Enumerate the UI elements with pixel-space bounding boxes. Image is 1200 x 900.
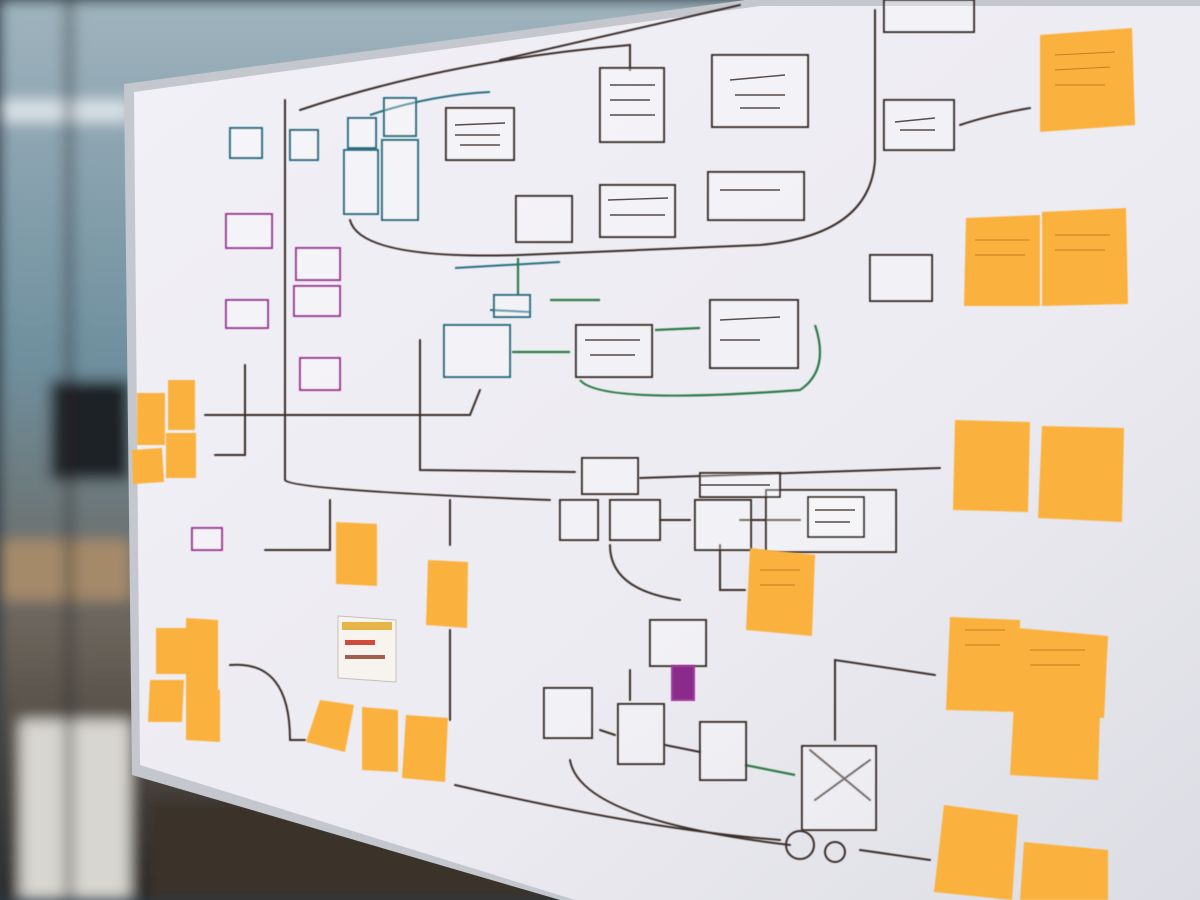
- process-box: [445, 107, 515, 161]
- sticky-note: [964, 215, 1040, 306]
- process-box: [807, 496, 865, 538]
- sticky-note: [336, 522, 377, 586]
- process-box: [493, 294, 531, 318]
- sticky-note: [1012, 628, 1108, 718]
- process-box: [617, 703, 665, 765]
- sticky-note: [362, 707, 398, 772]
- process-box: [599, 184, 676, 238]
- process-box: [801, 745, 877, 831]
- process-box: [883, 99, 955, 151]
- sticky-note: [1040, 28, 1135, 132]
- sticky-note: [186, 618, 218, 690]
- sticky-note: [306, 700, 354, 752]
- process-box: [699, 721, 747, 781]
- process-box: [649, 619, 707, 667]
- process-box: [443, 324, 511, 378]
- sticky-note: [953, 420, 1030, 512]
- process-box: [869, 254, 933, 302]
- process-box: [191, 527, 223, 551]
- sticky-note: [934, 805, 1018, 900]
- sticky-note: [402, 715, 448, 782]
- sticky-note: [186, 690, 220, 742]
- process-box: [225, 299, 269, 329]
- process-box: [381, 139, 419, 221]
- sticky-note: [168, 380, 195, 430]
- process-box: [711, 54, 809, 128]
- process-box: [883, 0, 975, 33]
- whiteboard-surface: [134, 6, 1200, 900]
- process-box: [559, 499, 599, 541]
- process-box: [293, 285, 341, 317]
- sticky-note: [1020, 842, 1108, 900]
- process-box: [515, 195, 573, 243]
- process-box: [581, 457, 639, 495]
- process-box: [707, 171, 805, 221]
- process-box: [295, 247, 341, 281]
- process-box: [383, 97, 417, 137]
- printed-card: [337, 615, 397, 683]
- sticky-note: [746, 548, 815, 636]
- green-connectors: [512, 258, 822, 777]
- handwritten-scribbles: [454, 74, 936, 523]
- process-box: [599, 67, 665, 143]
- sticky-note: [426, 560, 468, 628]
- sticky-note: [1010, 705, 1100, 780]
- sticky-note: [156, 628, 186, 674]
- process-box: [225, 213, 273, 249]
- process-box: [609, 499, 661, 541]
- sticky-note: [148, 680, 184, 722]
- process-box: [289, 129, 319, 161]
- flow-connectors: [204, 4, 1031, 863]
- sticky-notes: [132, 28, 1135, 900]
- process-boxes: [445, 0, 975, 831]
- teal-boxes: [229, 97, 531, 378]
- process-box: [694, 499, 752, 551]
- sticky-note: [166, 433, 196, 478]
- sticky-note: [946, 617, 1020, 712]
- process-box: [347, 117, 377, 149]
- process-box: [229, 127, 263, 159]
- process-box: [299, 357, 341, 391]
- sticky-note: [1042, 208, 1128, 306]
- purple-boxes: [191, 213, 695, 701]
- sticky-note: [132, 448, 164, 484]
- process-box: [343, 149, 379, 215]
- sticky-note-scribbles: [760, 51, 1116, 666]
- sticky-note: [137, 393, 165, 445]
- process-box: [709, 299, 799, 369]
- sticky-note: [1038, 426, 1124, 522]
- process-box: [671, 665, 695, 701]
- process-box: [543, 687, 593, 739]
- process-box: [575, 324, 653, 378]
